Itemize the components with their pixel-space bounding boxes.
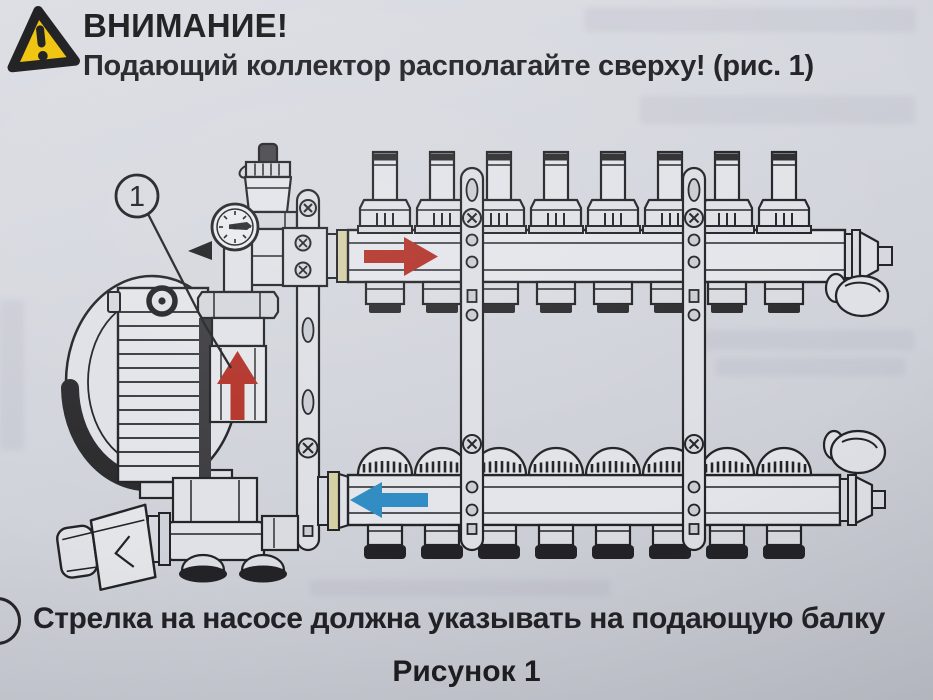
- supply-drain-valve: [824, 272, 890, 318]
- flow-meter: [527, 150, 585, 235]
- figure-caption: Рисунок 1: [392, 655, 541, 688]
- return-outlet: [704, 523, 750, 561]
- pump-outlet-pipe: [210, 316, 266, 348]
- bleed-through-smudge: [585, 8, 915, 32]
- exclamation-bar: [36, 25, 46, 48]
- callout-1: 1: [114, 173, 232, 369]
- flow-meter: [755, 150, 813, 235]
- balancing-valve-cap: [356, 446, 414, 477]
- return-outlet: [362, 523, 408, 561]
- exclamation-dot: [38, 50, 48, 61]
- return-manifold: [317, 429, 887, 561]
- valve-foot-base: [179, 565, 227, 583]
- supply-manifold: [326, 150, 893, 318]
- balancing-valve-cap: [527, 446, 585, 477]
- sensor-flag: [188, 241, 212, 260]
- warning-message: Подающий коллектор располагайте сверху! …: [83, 50, 814, 82]
- flow-meter: [698, 150, 756, 235]
- return-flow-arrow: [350, 482, 428, 518]
- supply-outlet: [706, 280, 748, 315]
- return-drain-valve: [822, 429, 887, 475]
- supply-outlet: [364, 280, 406, 315]
- valve-to-manifold-connector: [260, 514, 300, 552]
- valve-foot-base: [239, 565, 287, 583]
- pressure-gauge: [210, 202, 260, 294]
- supply-flow-arrow: [364, 237, 438, 276]
- return-outlet: [419, 523, 465, 561]
- valve-foot: [240, 553, 286, 572]
- balancing-valve-cap: [698, 446, 756, 477]
- pump-direction-arrow: [217, 351, 258, 420]
- supply-outlet: [535, 280, 577, 315]
- thermostatic-head: [56, 503, 157, 591]
- return-outlet: [590, 523, 636, 561]
- callout-number: 1: [129, 181, 145, 213]
- valve-foot: [180, 553, 226, 572]
- balancing-valve-cap: [755, 446, 813, 477]
- mounting-bracket: [459, 166, 485, 552]
- union-nut: [196, 290, 280, 320]
- return-manifold-bar: [346, 473, 842, 527]
- manifold-figure: 1: [56, 142, 893, 591]
- note-bullet-circle: [0, 597, 21, 645]
- return-outlet: [761, 523, 807, 561]
- flow-meter: [356, 150, 414, 235]
- pump-cooling-ribs: [118, 325, 208, 467]
- balancing-valve-cap: [584, 446, 642, 477]
- supply-outlet: [478, 280, 520, 315]
- pump-motor-housing: [116, 286, 210, 484]
- warning-title: ВНИМАНИЕ!: [83, 7, 289, 44]
- supply-outlet: [763, 280, 805, 315]
- return-outlet: [533, 523, 579, 561]
- left-mounting-bracket: [281, 188, 329, 552]
- return-outlet: [476, 523, 522, 561]
- note-text: Стрелка на насосе должна указывать на по…: [33, 602, 885, 635]
- return-valve-assembly: [56, 476, 287, 591]
- supply-outlet: [421, 280, 463, 315]
- supply-outlet: [592, 280, 634, 315]
- mounting-bracket: [681, 166, 707, 552]
- warning-triangle-icon: [7, 5, 81, 73]
- flow-meter: [584, 150, 642, 235]
- bleed-through-smudge: [640, 96, 915, 124]
